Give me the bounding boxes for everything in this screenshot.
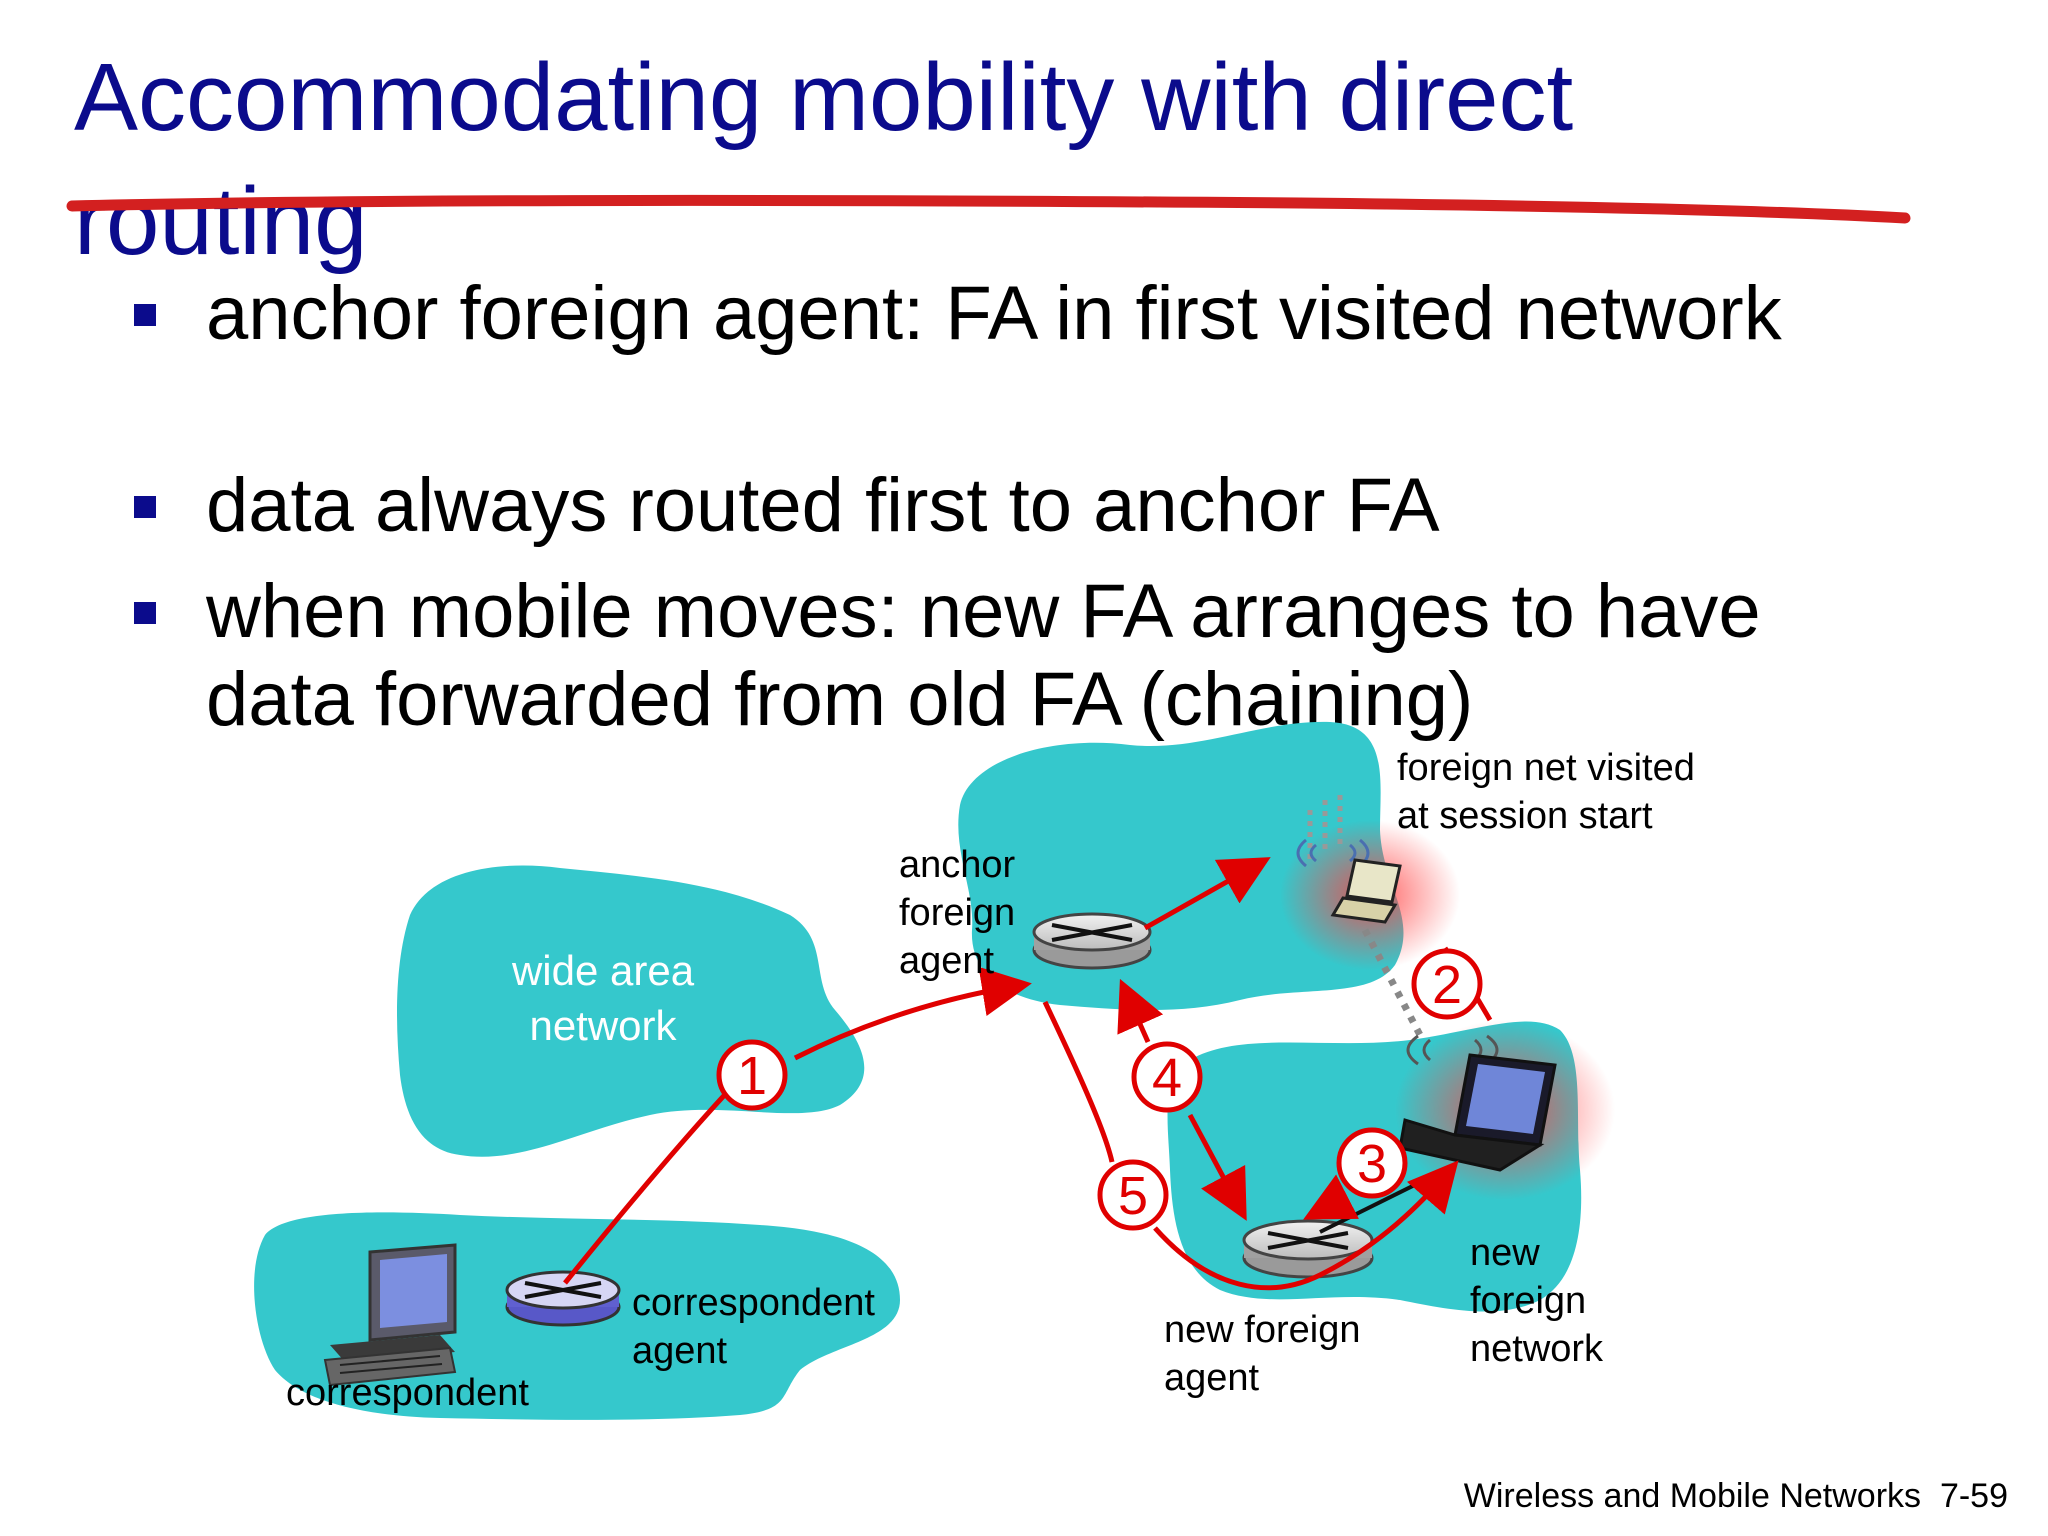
arrow-step-4 xyxy=(1187,1113,1247,1221)
bullet-text: when mobile moves: new FA arranges to ha… xyxy=(206,569,1761,742)
svg-text:4: 4 xyxy=(1152,1048,1182,1108)
correspondent-agent-label: correspondent xyxy=(632,1282,875,1324)
new-foreign-net-label: network xyxy=(1470,1328,1604,1370)
new-wireless-waves xyxy=(1406,1034,1499,1066)
router-icon xyxy=(1032,912,1152,970)
bullet-text: data always routed first to anchor FA xyxy=(206,463,1440,548)
slide-footer: Wireless and Mobile Networks 7-59 xyxy=(1464,1477,2008,1516)
arrow-step-1 xyxy=(793,966,1032,1061)
step-marker: 3 xyxy=(1336,1127,1408,1199)
wan-label: wide area xyxy=(511,947,695,994)
slide-title: Accommodating mobility with direct routi… xyxy=(74,44,1574,275)
visited-net-label: foreign net visited xyxy=(1397,747,1695,789)
old-wireless-waves xyxy=(1296,838,1370,868)
correspondent-agent-label: agent xyxy=(632,1330,728,1372)
laptop-icon xyxy=(1398,1053,1557,1172)
bullet-text: anchor foreign agent: FA in first visite… xyxy=(206,271,1782,356)
router-icon xyxy=(1242,1219,1374,1279)
step-marker: 5 xyxy=(1097,1159,1169,1231)
correspondent-label: correspondent xyxy=(286,1372,529,1414)
step-marker: 2 xyxy=(1411,948,1483,1020)
arrow-step-4 xyxy=(1117,978,1164,1044)
new-foreign-net-label: foreign xyxy=(1470,1280,1586,1322)
page-number: 7-59 xyxy=(1939,1477,2008,1515)
arrow-anchor-to-old-mobile xyxy=(1143,857,1271,931)
svg-text:2: 2 xyxy=(1432,955,1462,1015)
step-marker: 1 xyxy=(716,1039,788,1111)
anchor-fa-label: anchor xyxy=(899,844,1016,886)
desktop-computer-icon xyxy=(323,1243,457,1387)
router-icon xyxy=(505,1270,621,1327)
svg-text:1: 1 xyxy=(737,1046,767,1106)
bullet-square-icon xyxy=(134,496,156,518)
arrow-step-5 xyxy=(1042,1000,1115,1163)
svg-text:3: 3 xyxy=(1357,1134,1387,1194)
footer-section: Wireless and Mobile Networks xyxy=(1463,1477,1922,1515)
old-antenna-dots xyxy=(1307,795,1343,860)
new-foreign-net-label: new xyxy=(1470,1232,1540,1274)
laptop-icon xyxy=(1330,858,1402,924)
new-fa-label: agent xyxy=(1164,1357,1260,1399)
svg-text:5: 5 xyxy=(1118,1166,1148,1226)
step-marker: 4 xyxy=(1131,1041,1203,1113)
movement-dotted-line xyxy=(1361,928,1424,1037)
arrow-step-3 xyxy=(1303,1174,1360,1220)
wan-label: network xyxy=(529,1002,677,1049)
anchor-fa-label: foreign xyxy=(899,892,1015,934)
strike-line xyxy=(66,194,1911,224)
new-fa-label: new foreign xyxy=(1164,1309,1360,1351)
visited-net-label: at session start xyxy=(1397,795,1653,837)
arrow-step-5 xyxy=(1153,1160,1459,1291)
bullet-square-icon xyxy=(134,602,156,624)
bullet-square-icon xyxy=(134,304,156,326)
anchor-fa-label: agent xyxy=(899,940,995,982)
